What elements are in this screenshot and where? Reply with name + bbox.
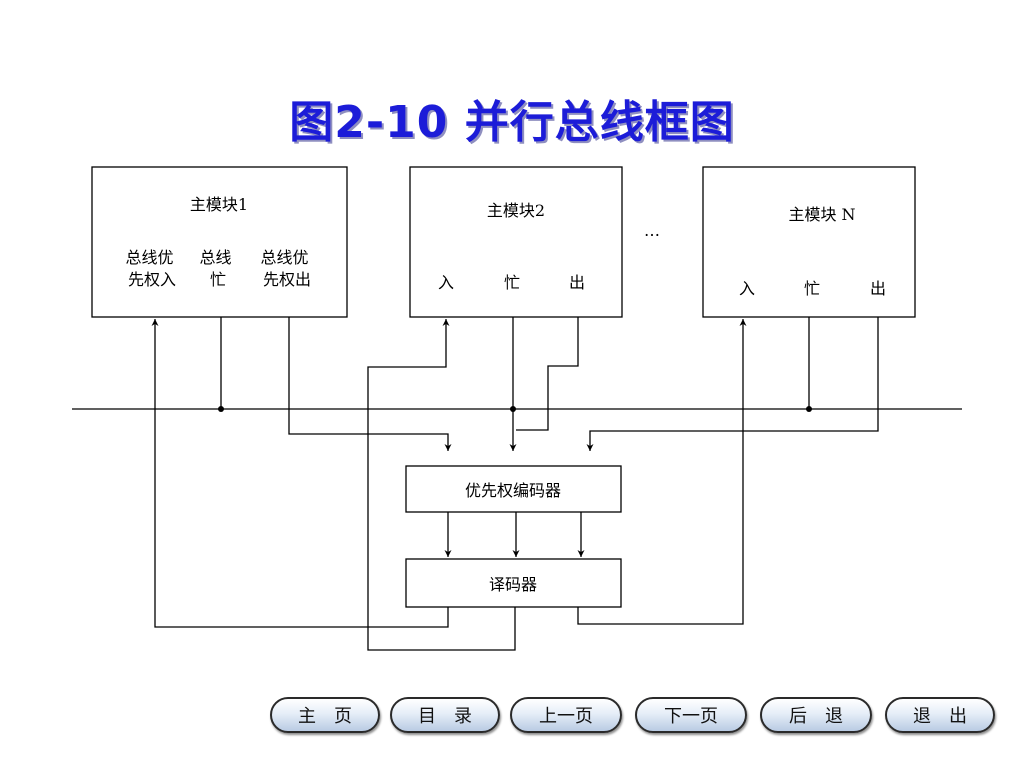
exit-button[interactable]: 退 出 <box>885 697 995 733</box>
next-page-button[interactable]: 下一页 <box>635 697 747 733</box>
home-button[interactable]: 主 页 <box>270 697 380 733</box>
back-button[interactable]: 后 退 <box>760 697 872 733</box>
decoder-label: 译码器 <box>489 575 537 594</box>
master-module-2-box <box>409 166 623 318</box>
decoder-box <box>405 558 622 608</box>
decoder-to-module-2-wire <box>367 319 516 651</box>
priority-encoder-box <box>405 465 622 513</box>
label-line: 先权出 <box>263 270 311 289</box>
label-line: 先权入 <box>128 270 176 289</box>
label-line: 总线 <box>199 248 231 267</box>
module-n-busy-label: 忙 <box>804 279 820 298</box>
module-n-out-label: 出 <box>870 279 886 298</box>
label-line: 忙 <box>210 270 226 289</box>
module-2-title: 主模块2 <box>487 201 545 220</box>
module-n-title: 主模块 N <box>788 205 855 224</box>
label-line: 总线优 <box>260 248 308 267</box>
module-n-priority-out-wire <box>586 317 879 451</box>
more-modules-ellipsis: … <box>644 221 660 240</box>
module-1-busy-label: 总线 忙 <box>199 248 236 289</box>
label-line: 总线优 <box>125 248 173 267</box>
decoder-to-module-n-wire <box>577 319 747 625</box>
decoder-to-module-1-wire <box>151 319 449 628</box>
priority-encoder-label: 优先权编码器 <box>465 481 561 500</box>
module-1-title: 主模块1 <box>190 195 248 214</box>
module-1-priority-in-label: 总线优 先权入 <box>125 248 178 289</box>
module-2-busy-label: 忙 <box>504 273 520 292</box>
module-2-priority-out-wire <box>516 317 579 431</box>
module-n-in-label: 入 <box>739 279 755 298</box>
module-2-out-label: 出 <box>569 273 585 292</box>
master-module-1-box <box>91 166 348 318</box>
contents-button[interactable]: 目 录 <box>390 697 500 733</box>
previous-page-button[interactable]: 上一页 <box>510 697 622 733</box>
module-2-in-label: 入 <box>438 273 454 292</box>
slide-title: 图2-10 并行总线框图 <box>289 97 735 148</box>
module-1-priority-out-label: 总线优 先权出 <box>260 248 313 289</box>
